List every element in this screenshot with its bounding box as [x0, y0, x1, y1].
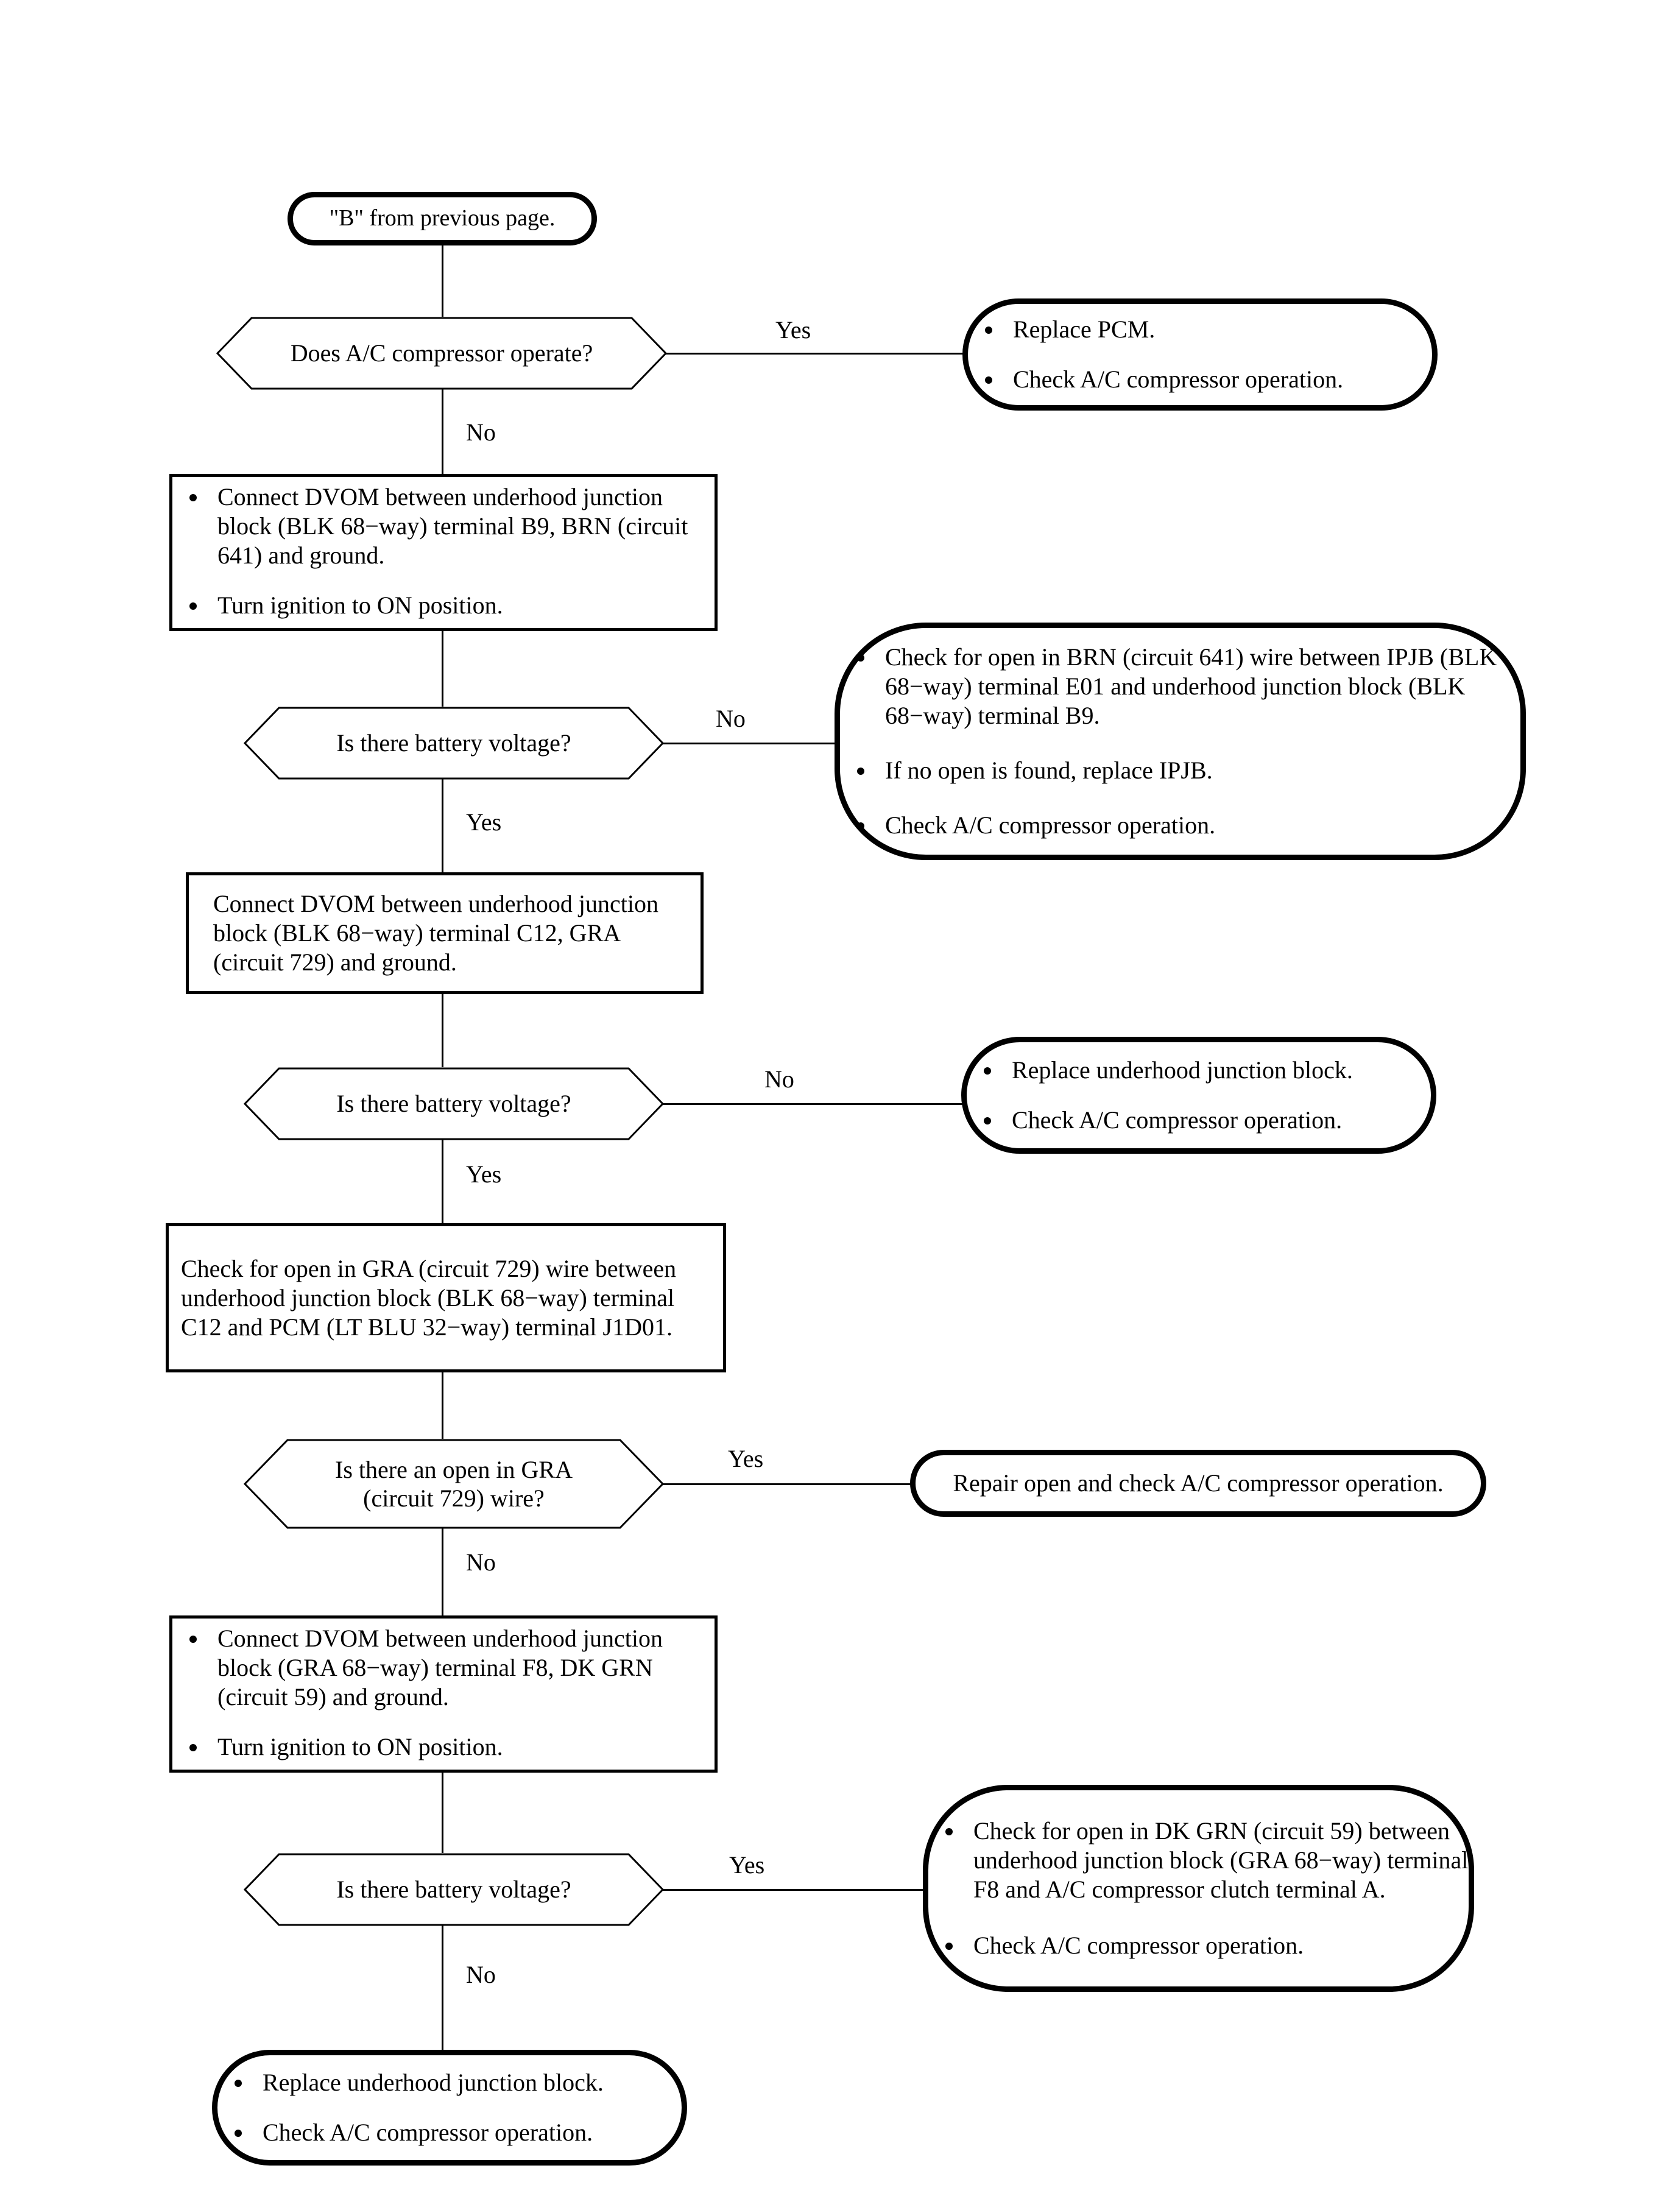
process-check-gra-open[interactable]: Check for open in GRA (circuit 729) wire… [166, 1223, 726, 1372]
decision-open-in-gra[interactable]: Is there an open in GRA (circuit 729) wi… [244, 1439, 664, 1529]
decision-battery-voltage-3-text: Is there battery voltage? [336, 1876, 571, 1904]
decision-open-in-gra-text: Is there an open in GRA (circuit 729) wi… [335, 1455, 573, 1512]
terminator-replace-pcm-list: Replace PCM. Check A/C compressor operat… [968, 315, 1432, 394]
list-item: Check for open in DK GRN (circuit 59) be… [928, 1816, 1469, 1904]
process-dvom-c12[interactable]: Connect DVOM between underhood junction … [186, 872, 704, 994]
connector-decision2-yes [442, 778, 443, 876]
label-decision2-yes: Yes [466, 808, 502, 836]
decision-battery-voltage-2-text: Is there battery voltage? [336, 1090, 571, 1118]
list-item: Replace underhood junction block. [967, 1056, 1431, 1085]
terminator-repair-open-text: Repair open and check A/C compressor ope… [953, 1469, 1444, 1497]
connector-decision1-no [442, 389, 443, 479]
list-item: If no open is found, replace IPJB. [840, 756, 1520, 785]
terminator-replace-ujb-1[interactable]: Replace underhood junction block. Check … [961, 1037, 1436, 1154]
hexagon-shape [216, 317, 667, 390]
list-item: Check A/C compressor operation. [968, 365, 1432, 394]
list-item: Check A/C compressor operation. [928, 1931, 1469, 1960]
list-item: Connect DVOM between underhood junction … [172, 482, 715, 570]
label-decision1-no: No [466, 418, 496, 446]
connector-process-gra-to-decision4 [442, 1372, 443, 1446]
hexagon-shape [244, 1067, 664, 1140]
hexagon-shape [244, 707, 664, 780]
label-decision3-yes: Yes [466, 1160, 502, 1188]
label-decision2-no: No [716, 705, 746, 732]
terminator-repair-open[interactable]: Repair open and check A/C compressor ope… [910, 1450, 1486, 1517]
connector-decision3-yes [442, 1139, 443, 1224]
terminator-replace-pcm[interactable]: Replace PCM. Check A/C compressor operat… [962, 298, 1438, 411]
label-decision4-yes: Yes [728, 1445, 764, 1472]
terminator-check-brn-open-list: Check for open in BRN (circuit 641) wire… [840, 643, 1520, 840]
terminator-replace-ujb-1-list: Replace underhood junction block. Check … [967, 1056, 1431, 1135]
list-item: Turn ignition to ON position. [172, 1732, 715, 1762]
list-item: Connect DVOM between underhood junction … [172, 1624, 715, 1712]
entry-terminator[interactable]: "B" from previous page. [288, 192, 597, 245]
decision-battery-voltage-2[interactable]: Is there battery voltage? [244, 1067, 664, 1140]
decision-compressor-operate-text: Does A/C compressor operate? [290, 339, 593, 367]
process-dvom-f8-list: Connect DVOM between underhood junction … [172, 1624, 715, 1762]
connector-decision3-no [663, 1103, 964, 1105]
connector-decision4-no [442, 1528, 443, 1617]
terminator-replace-ujb-2[interactable]: Replace underhood junction block. Check … [212, 2050, 687, 2166]
entry-terminator-label: "B" from previous page. [329, 205, 556, 231]
connector-process-b9-to-decision2 [442, 631, 443, 711]
decision-battery-voltage-1-text: Is there battery voltage? [336, 729, 571, 757]
hexagon-shape [244, 1439, 664, 1529]
terminator-check-dkgrn-open[interactable]: Check for open in DK GRN (circuit 59) be… [923, 1785, 1474, 1992]
label-decision5-no: No [466, 1961, 496, 1988]
decision-battery-voltage-3[interactable]: Is there battery voltage? [244, 1853, 664, 1926]
connector-process-c12-to-decision3 [442, 994, 443, 1073]
process-check-gra-open-text: Check for open in GRA (circuit 729) wire… [181, 1254, 677, 1341]
hexagon-shape [244, 1853, 664, 1926]
terminator-check-dkgrn-open-list: Check for open in DK GRN (circuit 59) be… [928, 1816, 1469, 1960]
process-dvom-b9-list: Connect DVOM between underhood junction … [172, 482, 715, 620]
connector-decision2-no [663, 743, 839, 744]
decision-compressor-operate[interactable]: Does A/C compressor operate? [216, 317, 667, 390]
process-dvom-c12-text: Connect DVOM between underhood junction … [213, 890, 658, 976]
list-item: Replace PCM. [968, 315, 1432, 344]
connector-decision4-yes [663, 1483, 914, 1485]
process-dvom-b9[interactable]: Connect DVOM between underhood junction … [169, 474, 718, 631]
connector-entry-to-decision1 [442, 245, 443, 335]
list-item: Check A/C compressor operation. [217, 2118, 682, 2147]
connector-decision5-yes [663, 1889, 925, 1891]
connector-decision1-yes [666, 353, 965, 355]
terminator-check-brn-open[interactable]: Check for open in BRN (circuit 641) wire… [835, 623, 1526, 860]
label-decision5-yes: Yes [729, 1851, 765, 1879]
decision-battery-voltage-1[interactable]: Is there battery voltage? [244, 707, 664, 780]
list-item: Check A/C compressor operation. [967, 1106, 1431, 1135]
list-item: Check for open in BRN (circuit 641) wire… [840, 643, 1520, 730]
process-dvom-f8[interactable]: Connect DVOM between underhood junction … [169, 1615, 718, 1773]
terminator-replace-ujb-2-list: Replace underhood junction block. Check … [217, 2068, 682, 2147]
list-item: Check A/C compressor operation. [840, 811, 1520, 840]
label-decision1-yes: Yes [775, 316, 811, 344]
connector-process-f8-to-decision5 [442, 1773, 443, 1861]
list-item: Turn ignition to ON position. [172, 591, 715, 620]
connector-decision5-no [442, 1925, 443, 2053]
list-item: Replace underhood junction block. [217, 2068, 682, 2097]
label-decision3-no: No [764, 1065, 794, 1093]
label-decision4-no: No [466, 1548, 496, 1576]
